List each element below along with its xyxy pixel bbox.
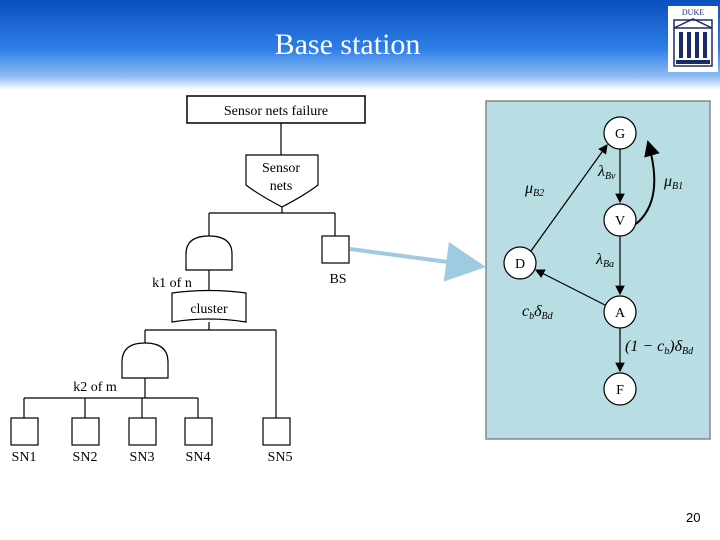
sn2-box bbox=[71, 417, 100, 446]
state-g-label: G bbox=[615, 127, 625, 142]
and-gate-k1 bbox=[185, 235, 233, 271]
sn1-label: SN1 bbox=[12, 450, 37, 465]
sn4-label: SN4 bbox=[186, 450, 211, 465]
logo-text: DUKE bbox=[681, 8, 705, 17]
state-d-label: D bbox=[515, 257, 525, 272]
state-d bbox=[503, 246, 537, 280]
rate-one-minus-cb-delta-bd: (1 − cb)δBd bbox=[625, 338, 694, 357]
duke-logo: DUKE bbox=[668, 6, 718, 72]
rate-lambda-ba: λBa bbox=[595, 251, 614, 270]
k2-label: k2 of m bbox=[73, 380, 117, 395]
chapel-logo-graphic bbox=[673, 18, 713, 67]
or-gate-label-line-1: Sensor bbox=[262, 161, 300, 176]
state-f bbox=[603, 372, 637, 406]
bs-label: BS bbox=[329, 272, 346, 287]
sn5-box bbox=[262, 417, 291, 446]
cluster-gate bbox=[171, 289, 247, 323]
transition-v-g bbox=[635, 140, 660, 225]
rate-cb-delta-bd: cbδBd bbox=[522, 303, 554, 322]
sn5-label: SN5 bbox=[268, 450, 293, 465]
k1-label: k1 of n bbox=[152, 276, 192, 291]
header-bar: Base station DUKE bbox=[0, 0, 720, 90]
or-gate-label-line-2: nets bbox=[270, 179, 293, 194]
state-f-label: F bbox=[616, 383, 624, 398]
sn3-box bbox=[128, 417, 157, 446]
top-event-box bbox=[186, 95, 366, 124]
transition-a-d bbox=[534, 269, 606, 306]
and-gate-k2 bbox=[121, 342, 169, 379]
sn1-box bbox=[10, 417, 39, 446]
rate-mu-b2: μB2 bbox=[524, 180, 544, 199]
or-gate-label-line1: Sensor nets bbox=[262, 161, 300, 194]
slide-title: Base station bbox=[274, 28, 421, 61]
top-event-label: Sensor nets failure bbox=[224, 104, 328, 119]
sn2-label: SN2 bbox=[73, 450, 98, 465]
sn4-box bbox=[184, 417, 213, 446]
page-number: 20 bbox=[686, 510, 701, 525]
cluster-label: cluster bbox=[190, 302, 228, 317]
transition-d-g bbox=[530, 144, 608, 252]
state-a-label: A bbox=[615, 306, 626, 321]
sn3-label: SN3 bbox=[130, 450, 155, 465]
or-gate-sensor-nets bbox=[245, 154, 319, 208]
link-arrow bbox=[349, 241, 486, 282]
bs-basic-event bbox=[321, 235, 350, 264]
rate-lambda-bv: λBv bbox=[597, 163, 616, 182]
state-v-label: V bbox=[615, 214, 625, 229]
rate-mu-b1: μB1 bbox=[663, 173, 683, 192]
